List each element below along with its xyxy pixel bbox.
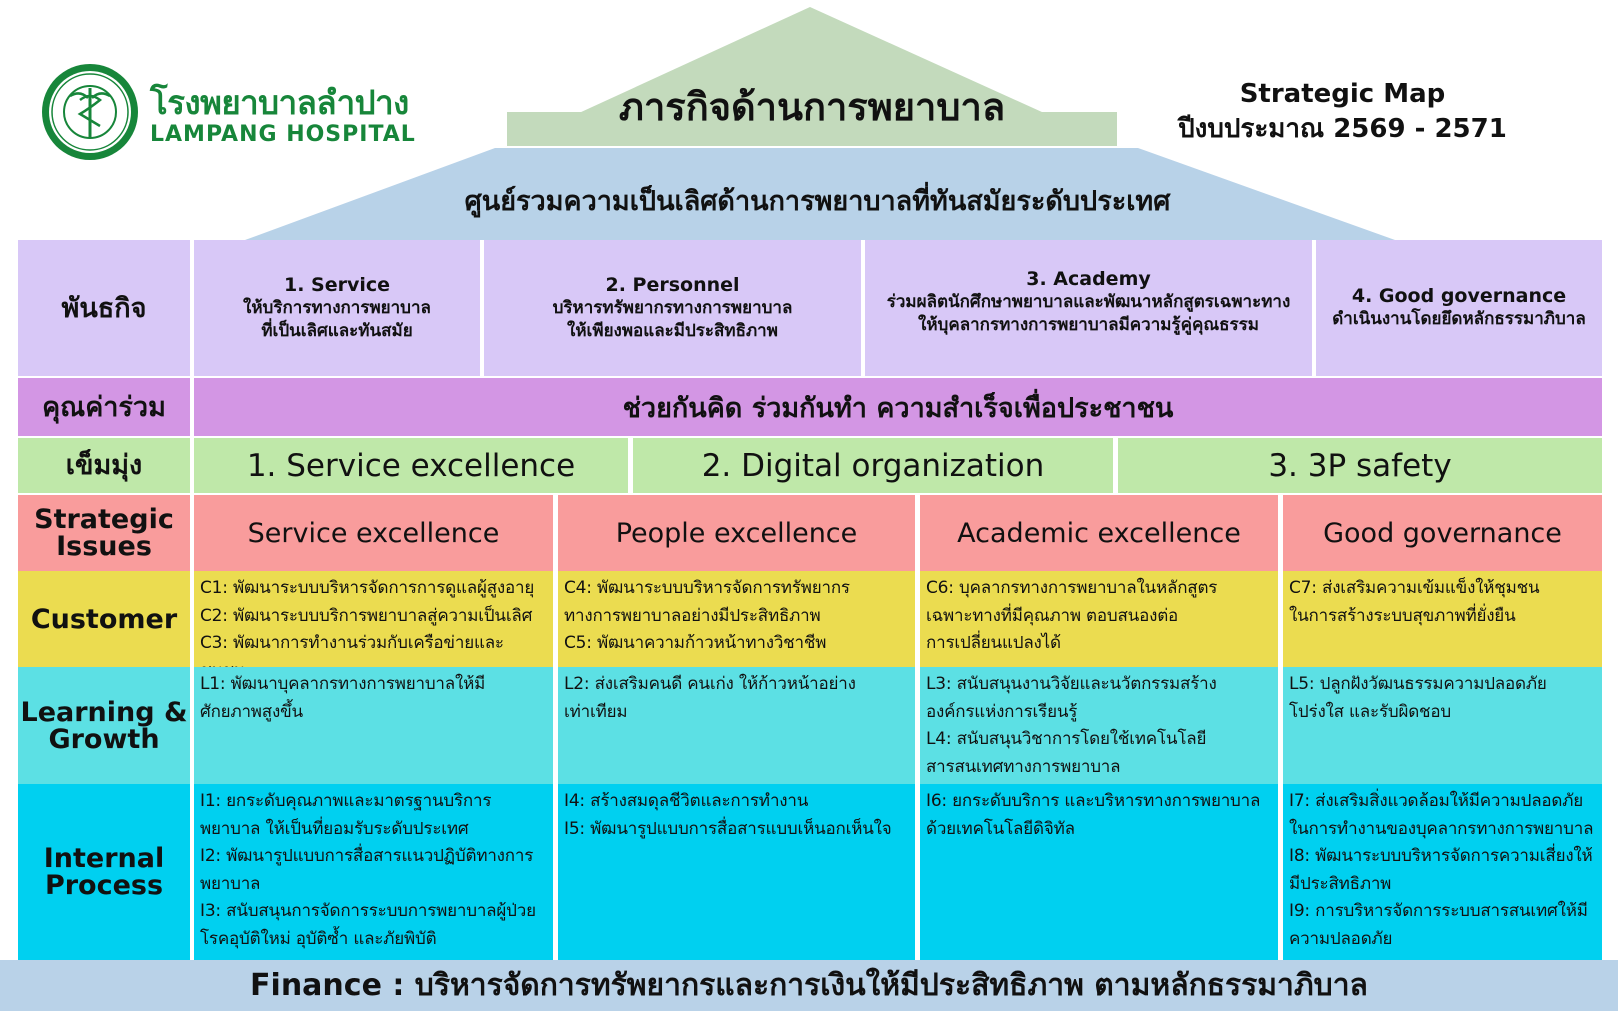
shared-values: ช่วยกันคิด ร่วมกันทำ ความสำเร็จเพื่อประช… [194,378,1602,436]
finance-statement: Finance : บริหารจัดการทรัพยากรและการเงิน… [0,960,1618,1011]
learning-cell-1: L1: พัฒนาบุคลากรทางการพยาบาลให้มี ศักยภา… [194,667,553,784]
internal-cell-1: I1: ยกระดับคุณภาพและมาตรฐานบริการ พยาบาล… [194,784,553,960]
strategic-map-title: Strategic Map [1239,79,1446,109]
hospital-logo: โรงพยาบาลลำปาง LAMPANG HOSPITAL [40,62,420,162]
mission-2-desc: บริหารทรัพยากรทางการพยาบาล ให้เพียงพอและ… [552,297,793,341]
learning-cell-2: L2: ส่งเสริมคนดี คนเก่ง ให้ก้าวหน้าอย่าง… [558,667,915,784]
vision-statement: ศูนย์รวมความเป็นเลิศด้านการพยาบาลที่ทันส… [464,185,1171,217]
mission-2-title: 2. Personnel [605,273,740,296]
customer-cell-4: C7: ส่งเสริมความเข้มแข็งให้ชุมชน ในการสร… [1283,571,1602,667]
row-label-focus: เข็มมุ่ง [18,438,190,493]
strategic-map-header: Strategic Map ปีงบประมาณ 2569 - 2571 [1150,76,1535,148]
focus-2: 2. Digital organization [633,438,1113,493]
row-label-values: คุณค่าร่วม [18,378,190,436]
mission-3-title: 3. Academy [1026,267,1151,290]
learning-cell-3: L3: สนับสนุนงานวิจัยและนวัตกรรมสร้าง องค… [920,667,1278,784]
issue-service: Service excellence [194,495,553,571]
roof-top-triangle [507,7,1117,146]
customer-cell-2: C4: พัฒนาระบบบริหารจัดการทรัพยากร ทางการ… [558,571,915,667]
mission-1-title: 1. Service [283,273,391,296]
mission-4-title: 4. Good governance [1351,285,1567,307]
strategic-map-period: ปีงบประมาณ 2569 - 2571 [1178,114,1507,144]
row-label-customer: Customer [18,571,190,667]
row-label-learning: Learning & Growth [18,667,190,784]
customer-cell-3: C6: บุคลากรทางการพยาบาลในหลักสูตร เฉพาะท… [920,571,1278,667]
mission-3: 3. Academy ร่วมผลิตนักศึกษาพยาบาลและพัฒน… [865,240,1312,376]
focus-1: 1. Service excellence [194,438,628,493]
mission-1: 1. Service ให้บริการทางการพยาบาล ที่เป็น… [194,240,480,376]
hospital-thai-name: โรงพยาบาลลำปาง [150,83,409,122]
issue-governance: Good governance [1283,495,1602,571]
internal-cell-4: I7: ส่งเสริมสิ่งแวดล้อมให้มีความปลอดภัย … [1283,784,1602,960]
focus-3: 3. 3P safety [1118,438,1602,493]
row-label-mission: พันธกิจ [18,240,190,376]
issue-people: People excellence [558,495,915,571]
hospital-english-name: LAMPANG HOSPITAL [150,122,416,147]
moph-seal-icon [42,64,138,160]
mission-4-desc: ดำเนินงานโดยยึดหลักธรรมาภิบาล [1332,309,1586,329]
roof-vision-band [245,148,1395,240]
issue-academic: Academic excellence [920,495,1278,571]
row-label-internal: Internal Process [18,784,190,960]
mission-2: 2. Personnel บริหารทรัพยากรทางการพยาบาล … [484,240,861,376]
mission-4: 4. Good governance ดำเนินงานโดยยึดหลักธร… [1316,240,1602,376]
mission-3-desc: ร่วมผลิตนักศึกษาพยาบาลและพัฒนาหลักสูตรเฉ… [886,291,1291,335]
internal-cell-3: I6: ยกระดับบริการ และบริหารทางการพยาบาล … [920,784,1278,960]
roof-graphic [245,7,1395,240]
learning-cell-4: L5: ปลูกฝังวัฒนธรรมความปลอดภัย โปร่งใส แ… [1283,667,1602,784]
internal-cell-2: I4: สร้างสมดุลชีวิตและการทำงาน I5: พัฒนา… [558,784,915,960]
roof-top-band [507,112,1117,146]
mission-area-title: ภารกิจด้านการพยาบาล [618,84,1006,129]
customer-cell-1: C1: พัฒนาระบบบริหารจัดการการดูแลผู้สูงอา… [194,571,553,681]
mission-1-desc: ให้บริการทางการพยาบาล ที่เป็นเลิศและทันส… [243,297,431,341]
row-label-issues: Strategic Issues [18,495,190,571]
